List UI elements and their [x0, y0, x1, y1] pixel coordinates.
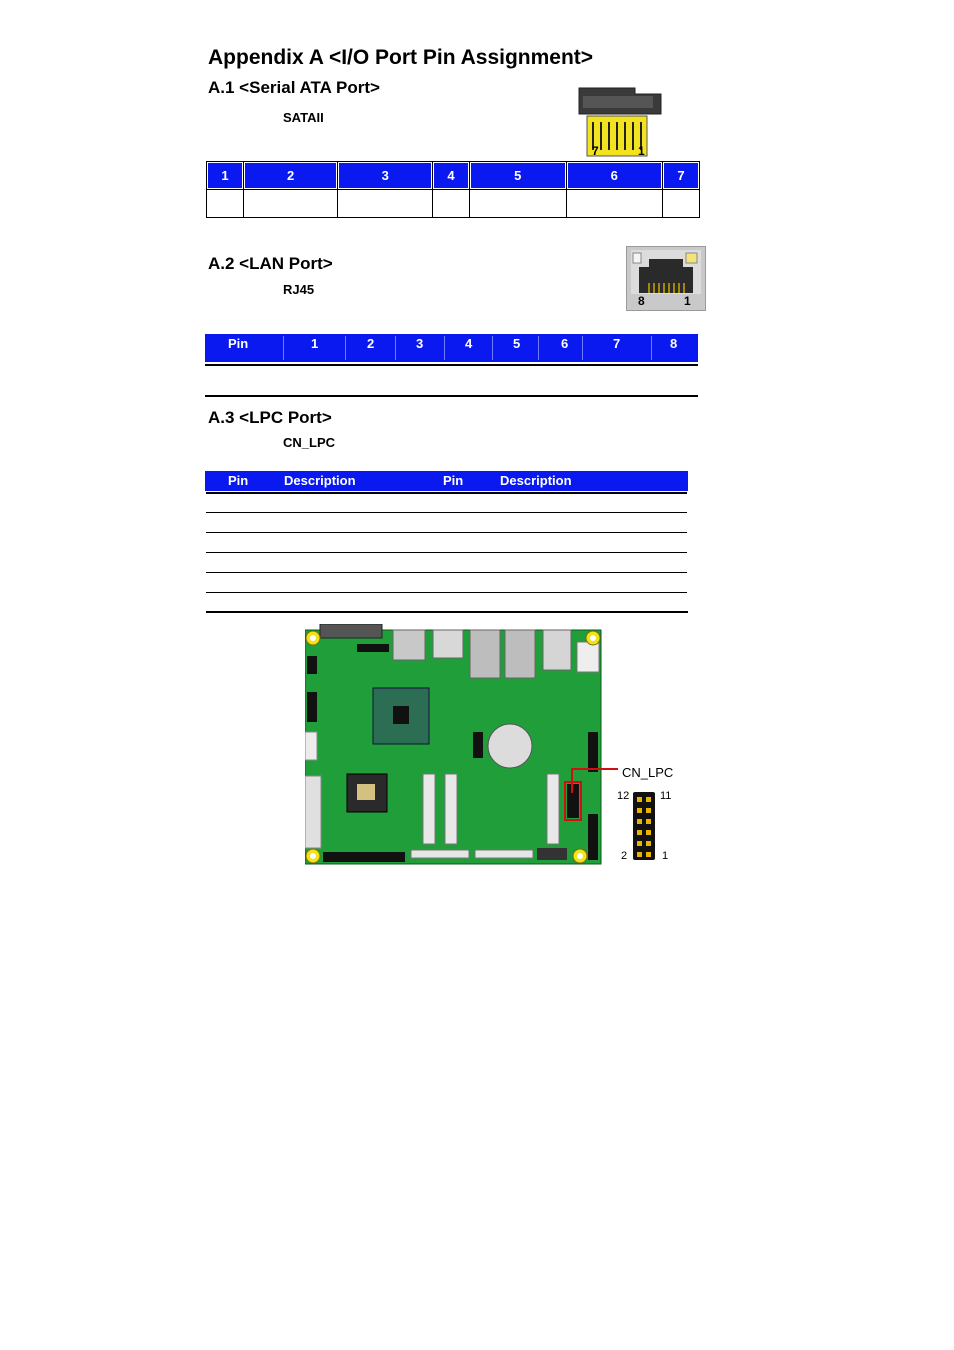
lan-header-cell: 5 — [513, 336, 521, 351]
sata-value-cell — [432, 189, 470, 218]
lan-heading: A.2 <LAN Port> — [208, 254, 333, 273]
lpc-heading: A.3 <LPC Port> — [208, 408, 332, 427]
sata-header-row: 1 2 3 4 5 6 7 — [206, 161, 700, 190]
sata-value-cell — [565, 189, 664, 218]
lpc-header-cell: Pin — [443, 473, 464, 488]
lpc-table-rule — [206, 512, 687, 513]
sata-header-cell: 6 — [565, 161, 664, 190]
sata-value-cell — [662, 189, 700, 218]
sata-header-cell: 1 — [206, 161, 244, 190]
sata-header-cell: 5 — [468, 161, 567, 190]
lan-connector-label: RJ45 — [283, 282, 315, 297]
sata-value-cell — [206, 189, 244, 218]
motherboard-image — [304, 623, 605, 871]
lan-header-cell: 7 — [613, 336, 621, 351]
page-title: Appendix A <I/O Port Pin Assignment> — [208, 46, 594, 69]
sata-connector-image — [575, 84, 667, 160]
lpc-table-rule — [206, 611, 688, 613]
lpc-pin-label-2: 2 — [621, 850, 628, 862]
lpc-pin-table-header: Pin Description Pin Description — [205, 471, 688, 491]
sata-heading: A.1 <Serial ATA Port> — [208, 78, 380, 97]
lan-header-cell: 8 — [670, 336, 678, 351]
lpc-header-cell: Description — [500, 473, 572, 488]
lpc-table-rule — [206, 592, 687, 593]
sata-connector-drawing — [578, 87, 662, 157]
lan-header-cell: 4 — [465, 336, 473, 351]
lan-header-cell: 1 — [311, 336, 319, 351]
lpc-pin-label-12: 12 — [617, 790, 630, 802]
lan-table-rule — [205, 395, 698, 397]
lan-header-cell: Pin — [228, 336, 249, 351]
lpc-header-pins — [637, 797, 651, 857]
sata-value-cell — [337, 189, 434, 218]
motherboard-drawing — [304, 623, 602, 865]
lan-header-cell: 6 — [561, 336, 569, 351]
lpc-header-image — [633, 792, 655, 860]
sata-value-row — [206, 189, 700, 218]
sata-header-cell: 3 — [337, 161, 434, 190]
sata-image-pin-7: 7 — [592, 144, 599, 158]
rj45-connector-image — [626, 246, 706, 311]
rj45-connector-drawing — [631, 250, 701, 294]
lan-table-rule — [205, 364, 698, 366]
sata-pin-table: 1 2 3 4 5 6 7 — [206, 161, 700, 218]
lpc-callout-line — [571, 768, 618, 793]
lan-pin-table-header: Pin 1 2 3 4 5 6 7 8 — [205, 334, 698, 362]
sata-value-cell — [242, 189, 339, 218]
lpc-table-rule — [206, 552, 687, 553]
sata-connector-label: SATAII — [283, 110, 324, 125]
lpc-table-rule — [206, 572, 687, 573]
lan-header-cell: 3 — [416, 336, 424, 351]
lpc-header-cell: Description — [284, 473, 356, 488]
lpc-callout-label: CN_LPC — [622, 765, 674, 780]
sata-header-cell: 7 — [662, 161, 700, 190]
sata-value-cell — [468, 189, 567, 218]
lan-header-cell: 2 — [367, 336, 375, 351]
sata-header-cell: 2 — [242, 161, 339, 190]
rj45-image-pin-1: 1 — [684, 294, 691, 308]
rj45-image-pin-8: 8 — [638, 294, 645, 308]
sata-header-cell: 4 — [432, 161, 470, 190]
lpc-pin-label-1: 1 — [662, 850, 669, 862]
lpc-connector-label: CN_LPC — [283, 435, 336, 450]
sata-image-pin-1: 1 — [638, 144, 645, 158]
lpc-table-rule — [206, 532, 687, 533]
lpc-header-cell: Pin — [228, 473, 249, 488]
lpc-pin-label-11: 11 — [660, 790, 672, 802]
lpc-table-rule — [206, 492, 687, 494]
